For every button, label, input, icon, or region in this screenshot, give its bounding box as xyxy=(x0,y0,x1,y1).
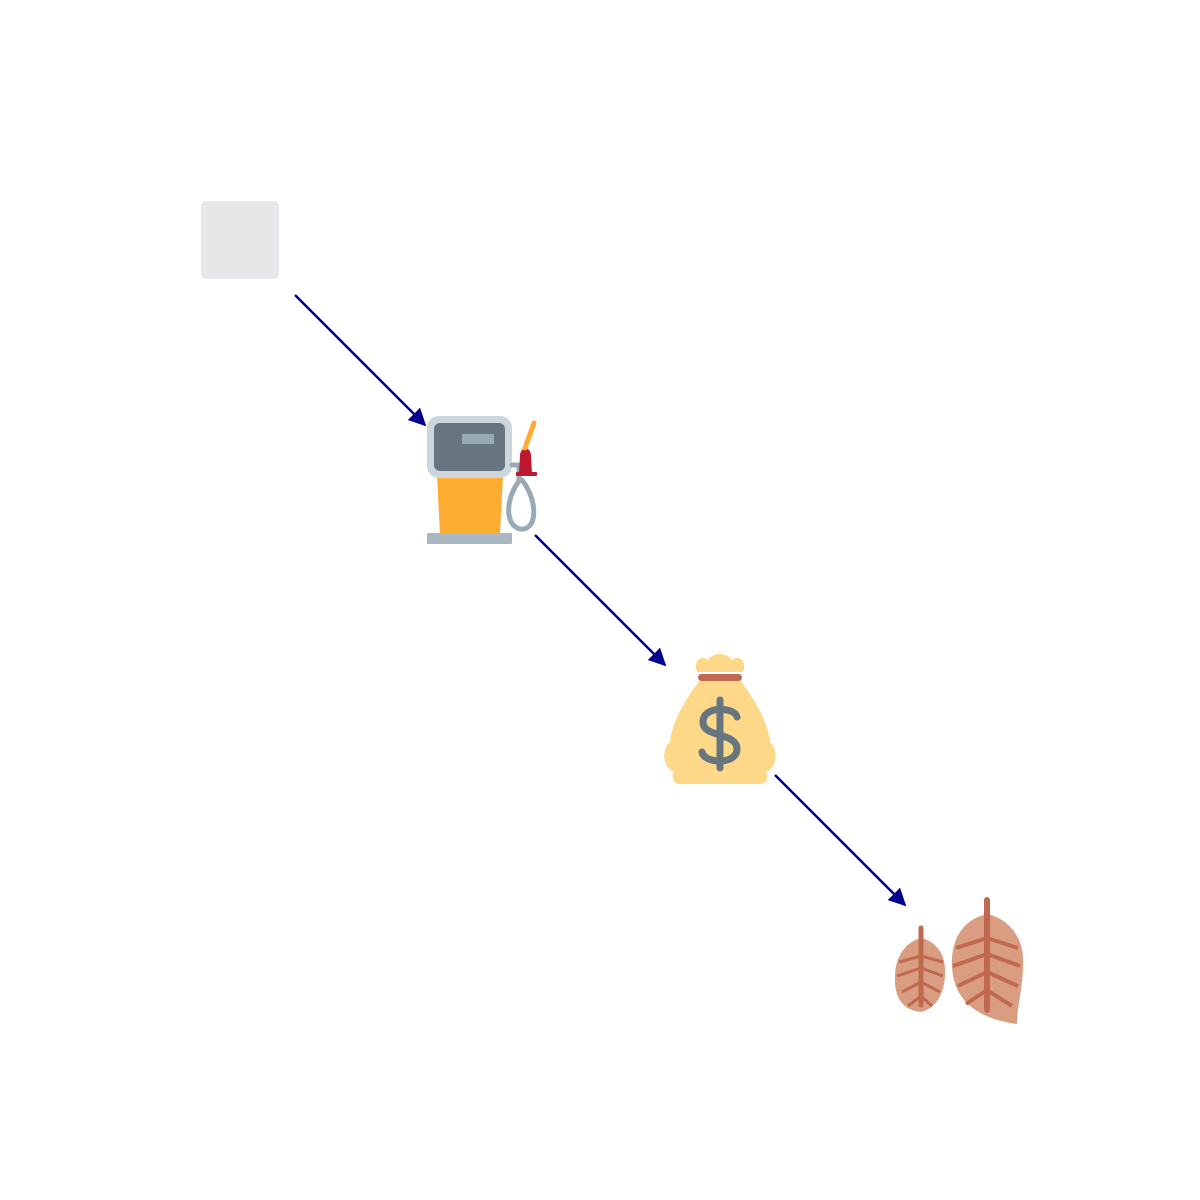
arrow-fuel-to-money xyxy=(534,534,667,667)
arrow-money-to-leaves xyxy=(774,774,907,907)
node-blank xyxy=(201,201,279,279)
node-leaves xyxy=(894,897,1024,1024)
blank-square-icon xyxy=(201,201,279,279)
arrow-blank-to-fuel xyxy=(294,294,427,427)
fuel-pump-icon xyxy=(427,416,537,544)
money-bag-icon xyxy=(664,654,776,785)
node-fuel xyxy=(427,416,537,544)
edges xyxy=(294,294,907,907)
node-money xyxy=(664,654,776,785)
fallen-leaves-icon xyxy=(894,897,1024,1024)
